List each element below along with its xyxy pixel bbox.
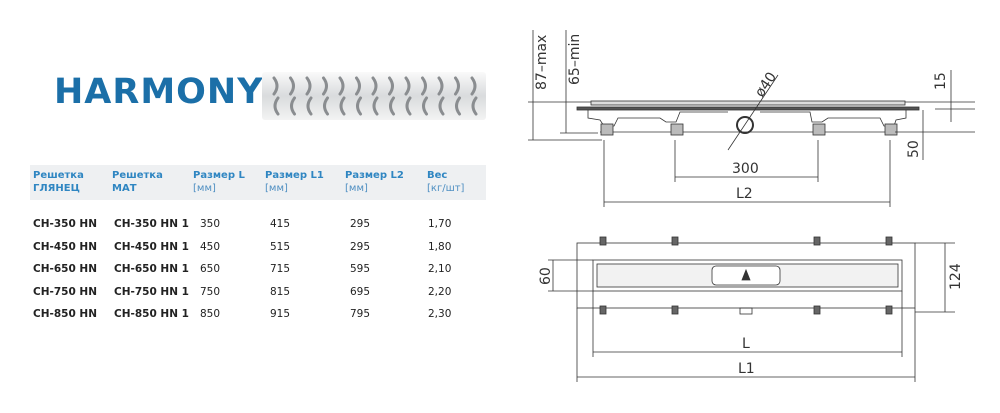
table-cell: 1,70 <box>428 218 452 230</box>
table-cell: CH-450 HN <box>33 240 97 253</box>
table-cell: CH-650 HN 1 <box>114 263 189 275</box>
side-view <box>528 30 975 207</box>
dim-l1: L1 <box>738 361 755 377</box>
dim-87-max: 87–max <box>534 35 550 90</box>
table-cell: 350 <box>200 218 221 230</box>
table-cell: 450 <box>200 240 221 253</box>
table-cell: CH-750 HN <box>33 285 97 298</box>
table-cell: 1,80 <box>428 240 452 253</box>
column-header-label: Размер L1 <box>265 170 324 181</box>
table-cell: 595 <box>350 263 371 275</box>
column-header-unit: [кг/шт] <box>427 183 465 194</box>
table-cell: 915 <box>270 308 291 320</box>
column-header-label: Размер L <box>193 170 245 181</box>
table-cell: CH-450 HN 1 <box>114 240 189 253</box>
column-header-unit: МАТ <box>112 183 137 194</box>
table-cell: 2,30 <box>428 308 452 320</box>
product-title: HARMONY <box>54 72 264 112</box>
dim-60: 60 <box>538 267 554 285</box>
table-cell: 2,20 <box>428 285 452 298</box>
column-header-unit: ГЛЯНЕЦ <box>33 183 80 194</box>
grille-image <box>262 72 486 120</box>
table-cell: 815 <box>270 285 291 298</box>
dim-300: 300 <box>732 161 759 177</box>
column-header-unit: [мм] <box>345 183 368 194</box>
dim-pipe: ø40 <box>752 69 780 100</box>
column-header-label: Размер L2 <box>345 170 404 181</box>
column-header-label: Решетка <box>112 170 163 181</box>
grille-pattern <box>272 76 478 116</box>
table-cell: 295 <box>350 218 371 230</box>
table-cell: 650 <box>200 263 221 275</box>
table-cell: CH-850 HN 1 <box>114 308 189 320</box>
dim-l: L <box>742 336 750 352</box>
table-cell: 850 <box>200 308 221 320</box>
table-cell: CH-650 HN <box>33 263 97 275</box>
table-cell: 795 <box>350 308 371 320</box>
column-header: Размер L [мм] <box>193 169 245 195</box>
column-header: Размер L2 [мм] <box>345 169 404 195</box>
top-view <box>548 236 955 382</box>
table-cell: 415 <box>270 218 291 230</box>
table-cell: 515 <box>270 240 291 253</box>
table-cell: 295 <box>350 240 371 253</box>
column-header-label: Вес <box>427 170 448 181</box>
column-header: Размер L1 [мм] <box>265 169 324 195</box>
dim-65-min: 65–min <box>567 34 583 85</box>
table-cell: CH-750 HN 1 <box>114 285 189 298</box>
table-cell: 750 <box>200 285 221 298</box>
table-header-band <box>30 165 486 200</box>
table-cell: CH-350 HN 1 <box>114 218 189 230</box>
column-header-unit: [мм] <box>265 183 288 194</box>
dim-l2: L2 <box>736 186 753 202</box>
column-header: Вес [кг/шт] <box>427 169 464 195</box>
table-cell: CH-850 HN <box>33 308 97 320</box>
table-cell: 2,10 <box>428 263 452 275</box>
column-header-label: Решетка <box>33 170 84 181</box>
dim-124: 124 <box>948 263 964 290</box>
column-header-unit: [мм] <box>193 183 216 194</box>
table-cell: 695 <box>350 285 371 298</box>
table-cell: 715 <box>270 263 291 275</box>
dim-50: 50 <box>906 140 922 158</box>
dim-15: 15 <box>933 72 949 90</box>
table-cell: CH-350 HN <box>33 218 97 230</box>
